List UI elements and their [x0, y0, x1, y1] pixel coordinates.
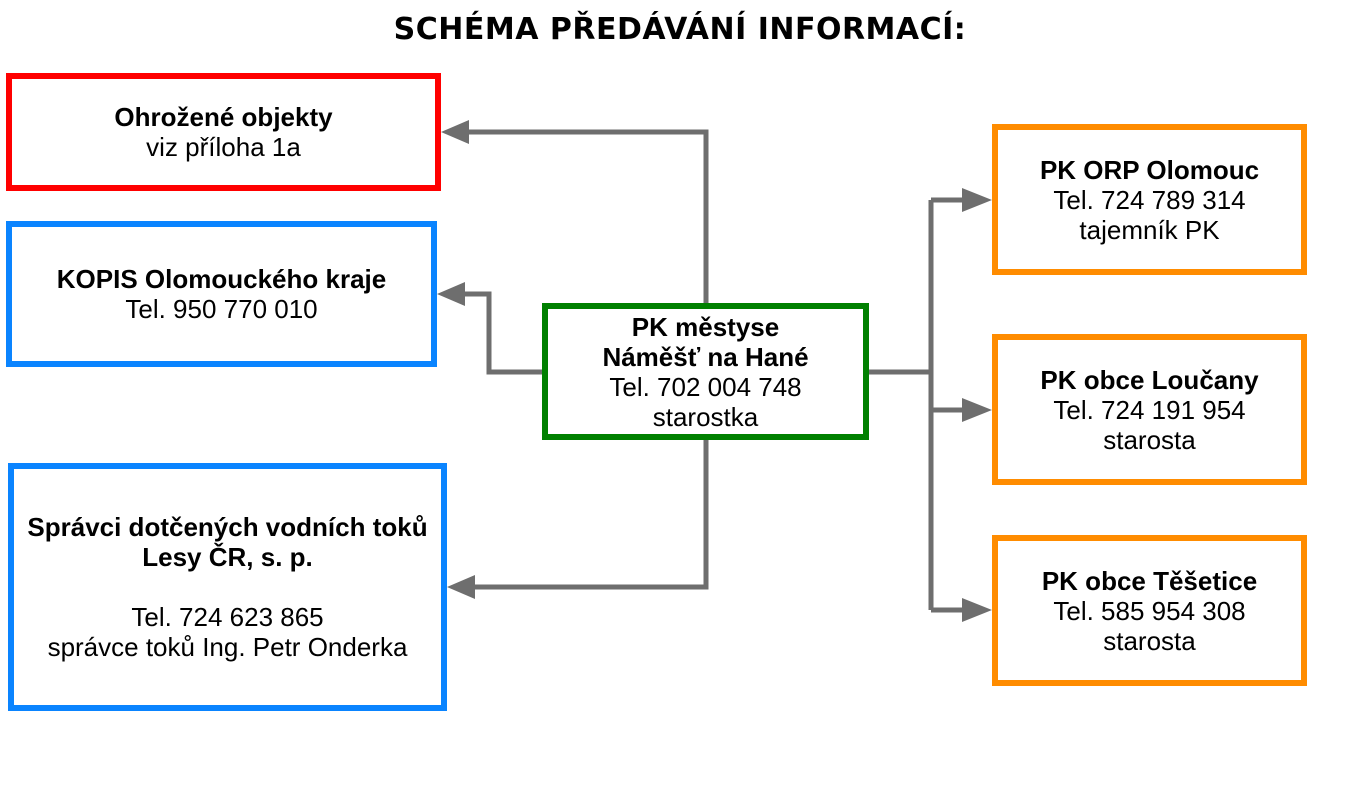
orp-olomouc-phone: Tel. 724 789 314	[1053, 184, 1246, 215]
page-title: SCHÉMA PŘEDÁVÁNÍ INFORMACÍ:	[393, 12, 967, 47]
center-commission-box: PK městyse Náměšť na Hané Tel. 702 004 7…	[542, 303, 869, 440]
threatened-objects-reference: viz příloha 1a	[146, 132, 301, 162]
tesetice-box: PK obce Těšetice Tel. 585 954 308 staros…	[992, 535, 1307, 686]
threatened-objects-heading: Ohrožené objekty	[114, 102, 333, 132]
arrowhead-threatened-objects	[441, 120, 469, 144]
connector-to-threatened-objects	[466, 129, 709, 303]
connector-to-kopis	[462, 291, 542, 375]
water-managers-organization: Lesy ČR, s. p.	[142, 542, 313, 572]
arrowhead-kopis	[437, 282, 465, 306]
center-town: Náměšť na Hané	[602, 341, 809, 372]
threatened-objects-box: Ohrožené objekty viz příloha 1a	[6, 73, 441, 191]
orp-olomouc-role: tajemník PK	[1079, 214, 1220, 245]
water-managers-box: Správci dotčených vodních toků Lesy ČR, …	[8, 463, 447, 711]
center-role: starostka	[652, 401, 759, 432]
center-phone: Tel. 702 004 748	[609, 371, 802, 402]
arrowhead-water-managers	[447, 575, 475, 599]
loucany-phone: Tel. 724 191 954	[1053, 394, 1246, 425]
kopis-heading: KOPIS Olomouckého kraje	[56, 264, 387, 294]
tesetice-heading: PK obce Těšetice	[1041, 565, 1258, 596]
water-managers-heading: Správci dotčených vodních toků	[27, 512, 428, 542]
connector-to-water-managers	[470, 440, 709, 590]
kopis-box: KOPIS Olomouckého kraje Tel. 950 770 010	[6, 221, 437, 367]
tesetice-phone: Tel. 585 954 308	[1053, 595, 1246, 626]
arrowhead-loucany	[962, 398, 992, 422]
loucany-box: PK obce Loučany Tel. 724 191 954 starost…	[992, 334, 1307, 485]
tesetice-role: starosta	[1103, 625, 1196, 656]
loucany-heading: PK obce Loučany	[1040, 364, 1259, 395]
water-managers-contact: správce toků Ing. Petr Onderka	[47, 632, 408, 662]
kopis-phone: Tel. 950 770 010	[125, 294, 318, 324]
water-managers-phone: Tel. 724 623 865	[131, 602, 324, 632]
loucany-role: starosta	[1103, 424, 1196, 455]
orp-olomouc-heading: PK ORP Olomouc	[1039, 154, 1260, 185]
arrowhead-orp-olomouc	[962, 188, 992, 212]
orp-olomouc-box: PK ORP Olomouc Tel. 724 789 314 tajemník…	[992, 124, 1307, 275]
center-heading: PK městyse	[631, 311, 780, 342]
arrowhead-tesetice	[962, 598, 992, 622]
